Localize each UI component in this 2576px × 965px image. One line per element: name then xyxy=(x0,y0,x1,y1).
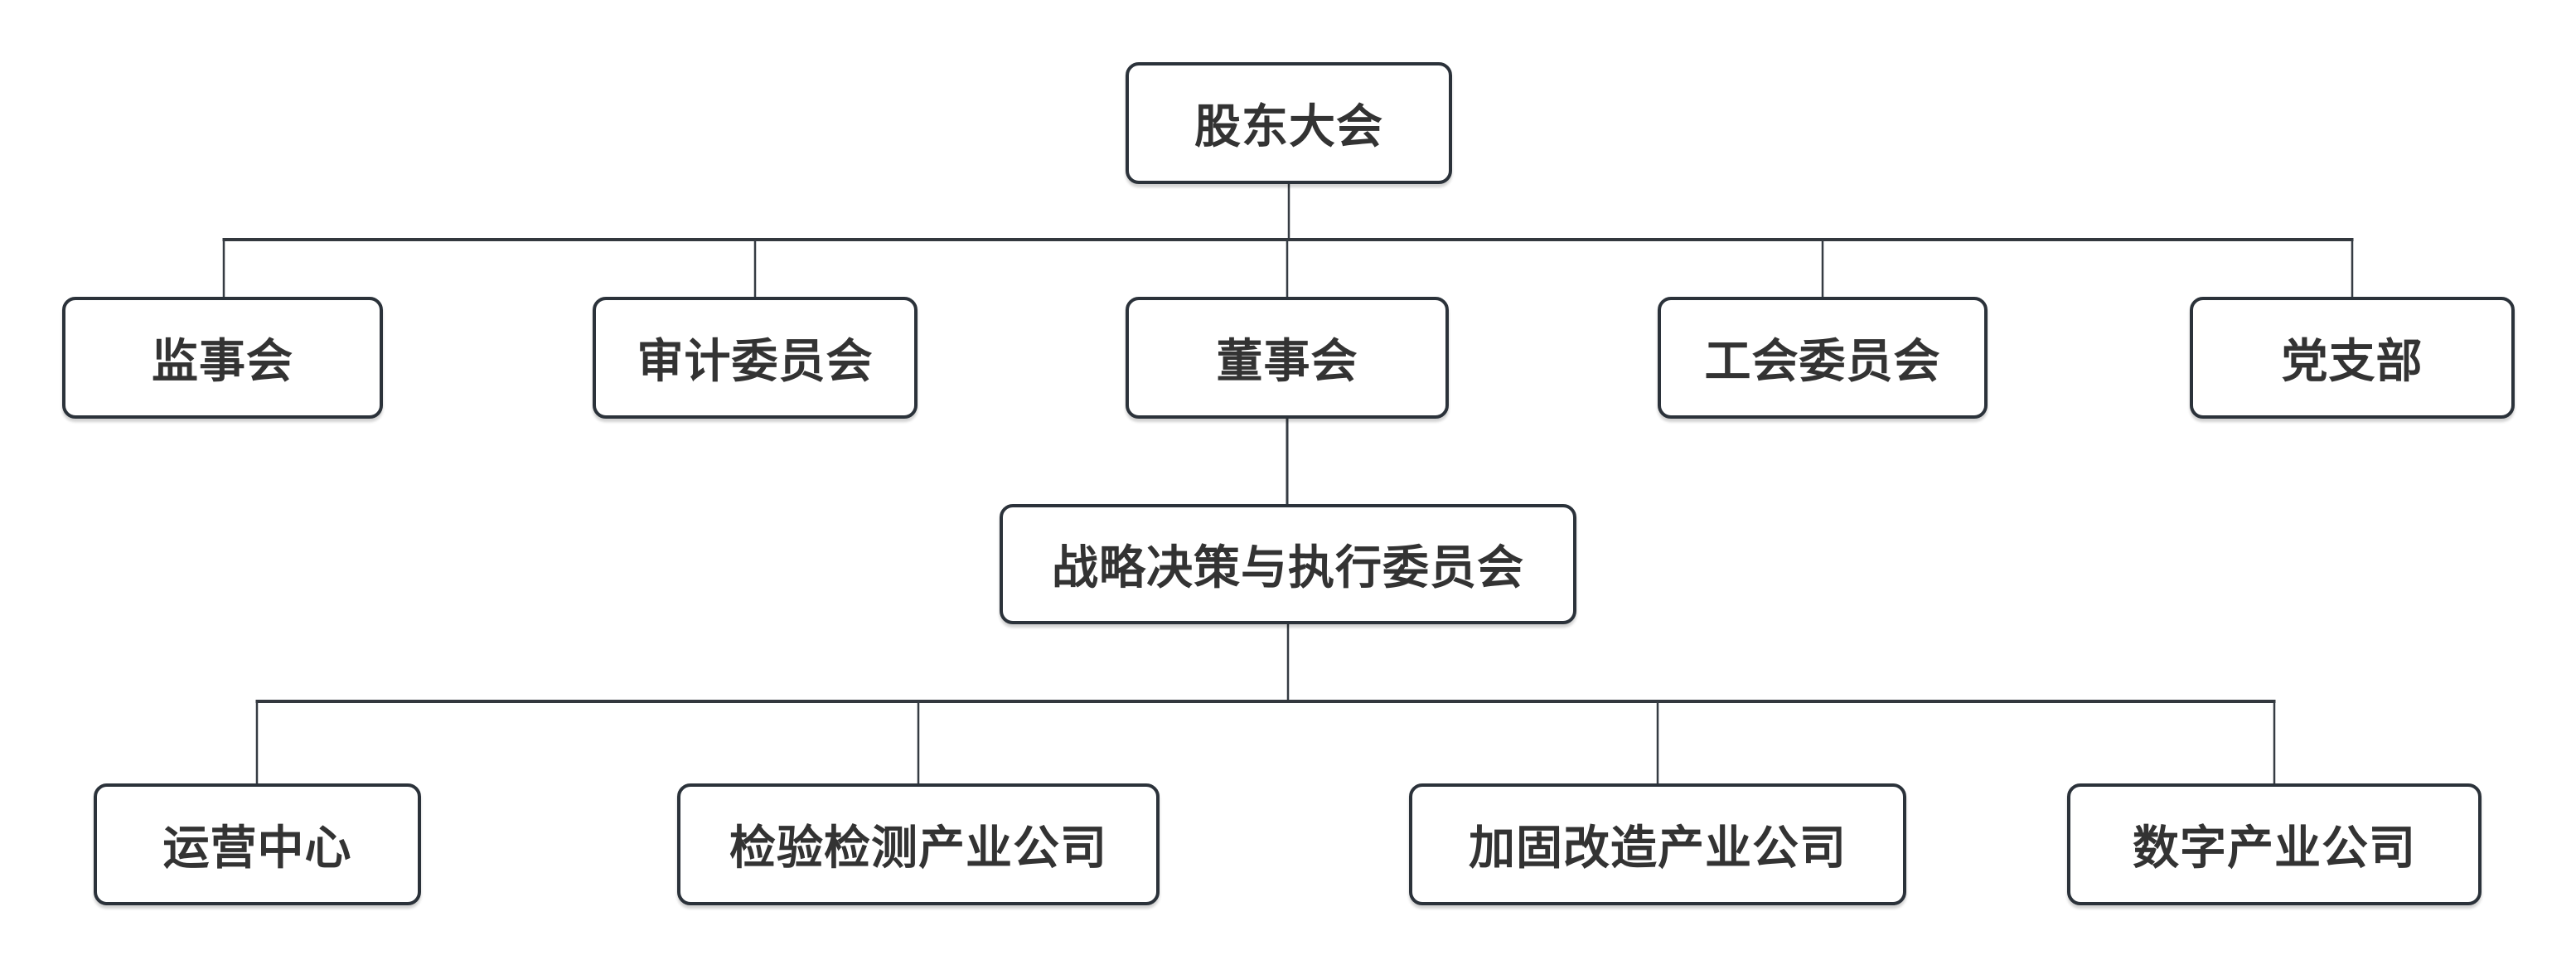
org-node-audit-committee: 审计委员会 xyxy=(593,297,918,419)
org-node-operations-center: 运营中心 xyxy=(94,783,421,905)
org-node-inspection-testing-company: 检验检测产业公司 xyxy=(677,783,1160,905)
org-node-party-branch: 党支部 xyxy=(2190,297,2515,419)
org-node-reinforcement-renovation-company: 加固改造产业公司 xyxy=(1409,783,1906,905)
org-node-board-of-directors: 董事会 xyxy=(1126,297,1449,419)
org-node-labor-union-committee: 工会委员会 xyxy=(1658,297,1988,419)
org-node-digital-industry-company: 数字产业公司 xyxy=(2067,783,2482,905)
org-node-strategy-committee: 战略决策与执行委员会 xyxy=(1000,504,1576,624)
org-node-shareholders-meeting: 股东大会 xyxy=(1126,62,1452,184)
org-node-supervisory-board: 监事会 xyxy=(62,297,383,419)
